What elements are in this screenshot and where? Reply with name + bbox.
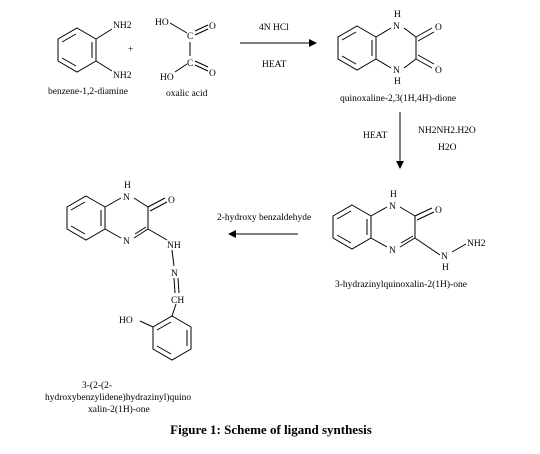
dione-h-bottom: H [394,77,401,87]
oxalic-o-top: O [209,22,216,32]
oxalic-o-bottom: O [209,69,216,79]
figure-caption: Figure 1: Scheme of ligand synthesis [170,422,372,437]
quinoxalinedione-structure: H N N H O O [337,10,442,87]
benzene-1-2-diamine-structure: NH2 NH2 [57,21,132,81]
product-h-ring: H [124,181,131,191]
product-n-bottom: N [123,237,130,247]
quinoxalinedione-name: quinoxaline-2,3(1H,4H)-dione [340,93,456,104]
step2-heat-condition: HEAT [363,131,387,141]
hydrazinylquinoxalinone-name: 3-hydrazinylquinoxalin-2(1H)-one [335,279,467,290]
hydrazinyl-n-bottom: N [389,246,396,256]
step3-aldehyde-condition: 2-hydroxy benzaldehyde [217,213,311,223]
hydrazinyl-h-ring: H [390,190,397,200]
product-n-top: N [123,193,130,203]
product-ch: CH [171,296,184,306]
product-ho: HO [119,316,133,326]
oxalic-acid-name: oxalic acid [166,89,208,99]
hydrazinyl-o: O [435,206,442,216]
dione-n-top: N [393,22,400,32]
amine-label-bottom: NH2 [113,71,132,81]
product-nh: NH [167,241,181,251]
step2-water-condition: H2O [438,143,457,153]
dione-n-bottom: N [393,66,400,76]
oxalic-c-bottom: C [187,59,193,69]
step1-acid-condition: 4N HCl [259,23,289,33]
oxalic-acid-structure: HO C O C O HO [155,18,216,83]
plus-sign: + [128,45,133,55]
dione-h-top: H [394,10,401,20]
hydrazinyl-n-top: N [389,202,396,212]
dione-o-top: O [435,23,442,33]
oxalic-ho-top: HO [155,18,169,28]
amine-label-top: NH2 [113,21,132,31]
hydrazinyl-n-chain: N [441,252,448,262]
product-o: O [168,196,175,206]
hydrazinylquinoxalinone-structure: H N N O N H NH2 [332,190,486,273]
hydrazinyl-h-chain: H [442,263,449,273]
schiff-base-product-structure: H N N O NH N CH HO [66,181,192,361]
oxalic-ho-bottom: HO [160,73,174,83]
oxalic-c-top: C [187,32,193,42]
product-name-line1: 3-(2-(2- [82,380,112,391]
benzene-1-2-diamine-name: benzene-1,2-diamine [48,87,128,97]
hydrazinyl-nh2: NH2 [467,239,486,249]
product-name-line3: xalin-2(1H)-one [88,404,150,415]
product-name-line2: hydroxybenzylidene)hydrazinyl)quino [45,392,191,403]
dione-o-bottom: O [435,66,442,76]
step2-hydrazine-condition: NH2NH2.H2O [418,126,476,136]
product-n-imine: N [171,269,178,279]
step1-heat-condition: HEAT [262,60,286,70]
